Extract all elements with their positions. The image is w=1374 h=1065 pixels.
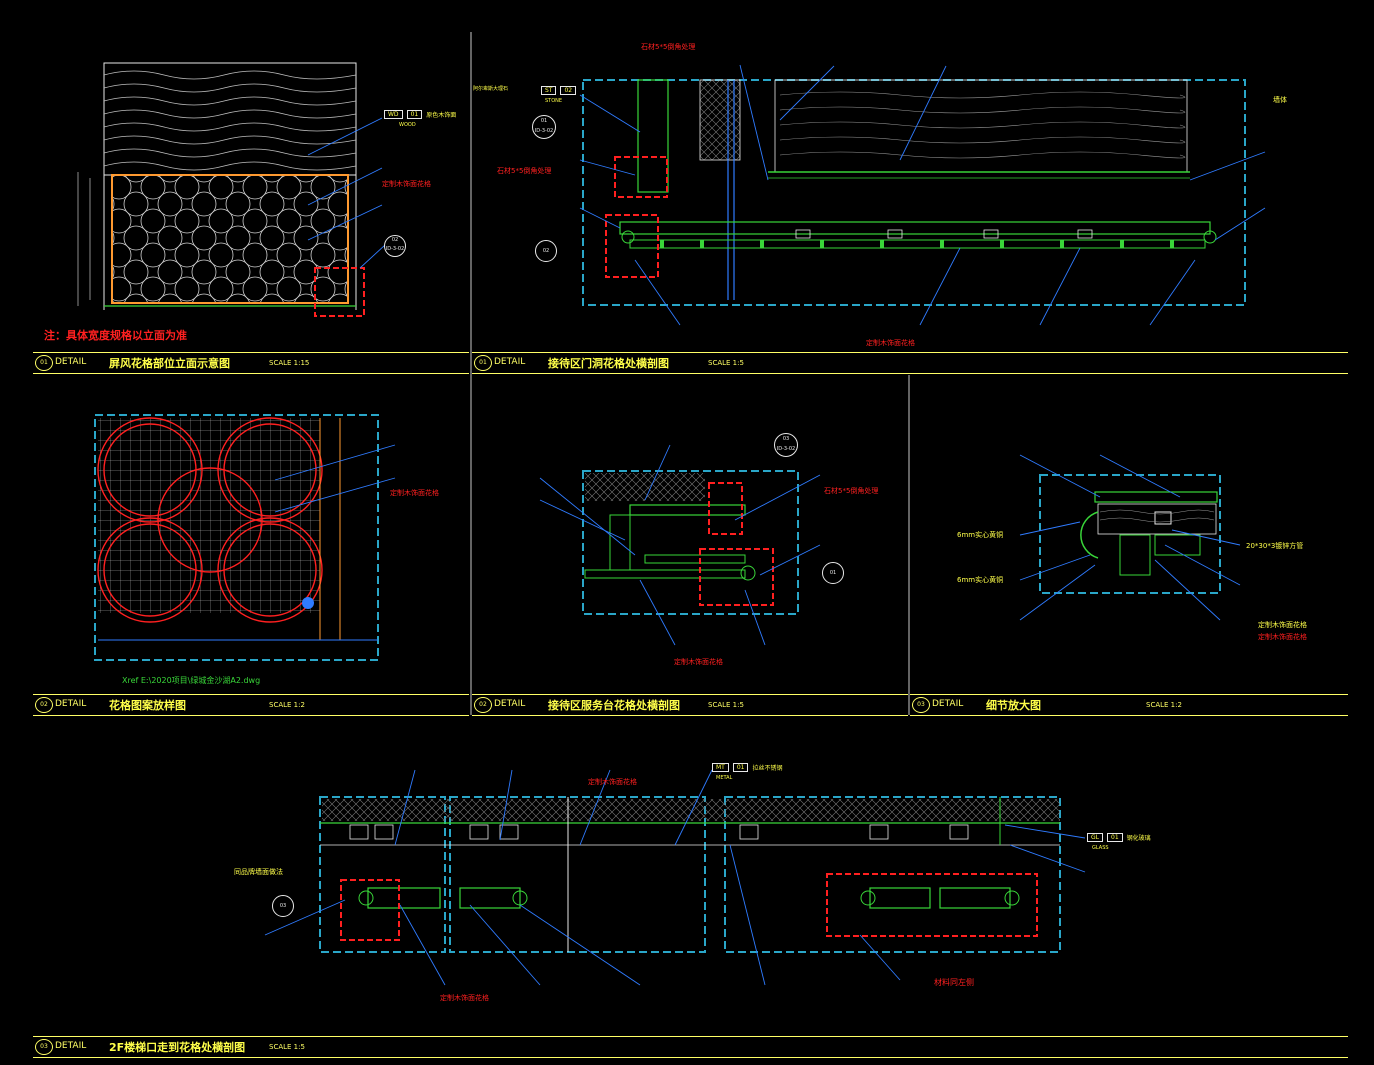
leader-lines [264,64,1266,986]
panel-2-drawing [582,79,1246,306]
panel-3-drawing [94,414,379,661]
panel-1-drawing [77,62,365,317]
panel-dividers [470,32,910,715]
panel-4-drawing [582,470,799,615]
panel-6-drawing [319,796,1061,953]
panel-5-drawing [1039,474,1221,594]
